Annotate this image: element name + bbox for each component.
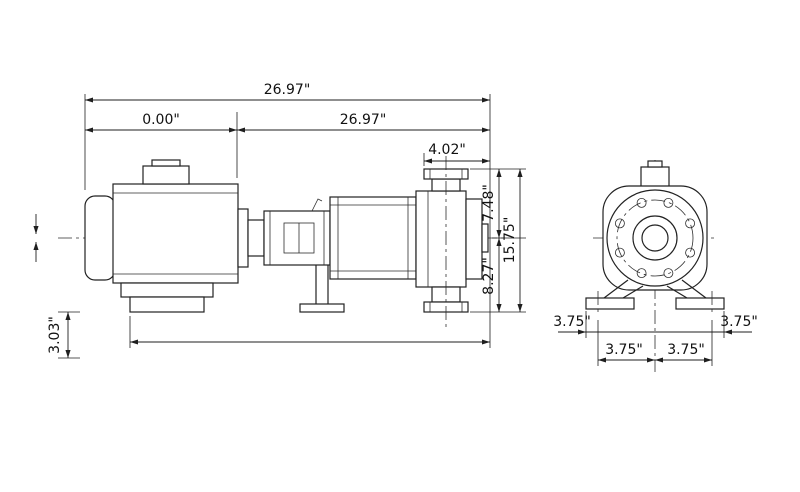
dim-label-overall-length: 26.97" [264, 82, 311, 98]
motor-junction-box [142, 165, 190, 185]
end-view [585, 160, 725, 372]
dim-label-foot-inner-right: 3.75" [667, 342, 705, 358]
bolt-hole [615, 247, 625, 258]
side-view [58, 156, 506, 330]
foot-plate-left [585, 297, 635, 310]
coupling-guard [263, 210, 331, 266]
bolt-circle [616, 199, 694, 277]
dim-label-discharge-to-end: 4.02" [428, 142, 466, 158]
dim-label-overall-height: 15.75" [502, 217, 518, 264]
casing-cover-flange [465, 198, 483, 280]
pump-casing [415, 190, 467, 288]
bolt-hole [615, 218, 625, 229]
lifting-lug-cap [647, 160, 663, 168]
pump-barrel [329, 196, 417, 280]
bolt-hole [663, 268, 674, 279]
motor-base-pad [129, 296, 205, 313]
bolt-hole [685, 218, 695, 229]
grease-fitting [311, 198, 323, 212]
dim-label-centerline-to-base: 8.27" [481, 257, 497, 295]
dim-label-centerline-to-discharge: 7.48" [481, 184, 497, 222]
dim-label-foot-outer-left: 3.75" [553, 314, 591, 330]
casing-hub [481, 223, 489, 253]
foot-leg [622, 285, 644, 299]
side-view-dimensions: 26.97" 0.00" 26.97" 4.02" 7.48" 8.27" 15… [33, 82, 526, 359]
drive-end-flange [237, 208, 249, 268]
bolt-hole [636, 197, 647, 208]
dim-label-foot-outer-right: 3.75" [720, 314, 758, 330]
shaft-bore-circle [641, 224, 669, 252]
end-view-dimensions: 3.75" 3.75" 3.75" 3.75" [553, 311, 758, 366]
foot-leg [603, 279, 629, 299]
foot-plate-right [675, 297, 725, 310]
shaft-housing [247, 219, 265, 257]
bolt-hole [685, 247, 695, 258]
foot-leg [666, 285, 688, 299]
bolt-hole [663, 197, 674, 208]
dim-label-assembly-length: 26.97" [340, 112, 387, 128]
bolt-hole [636, 268, 647, 279]
dim-label-offset-zero: 0.00" [142, 112, 180, 128]
dim-label-foot-inner-left: 3.75" [605, 342, 643, 358]
motor-rear-cap [84, 195, 116, 281]
motor-foot [120, 282, 214, 298]
foot-leg [681, 279, 707, 299]
motor-body [112, 183, 239, 284]
motor-junction-box-cap [151, 159, 181, 167]
support-bracket-foot [299, 303, 345, 313]
dim-label-base-height: 3.03" [47, 316, 63, 354]
